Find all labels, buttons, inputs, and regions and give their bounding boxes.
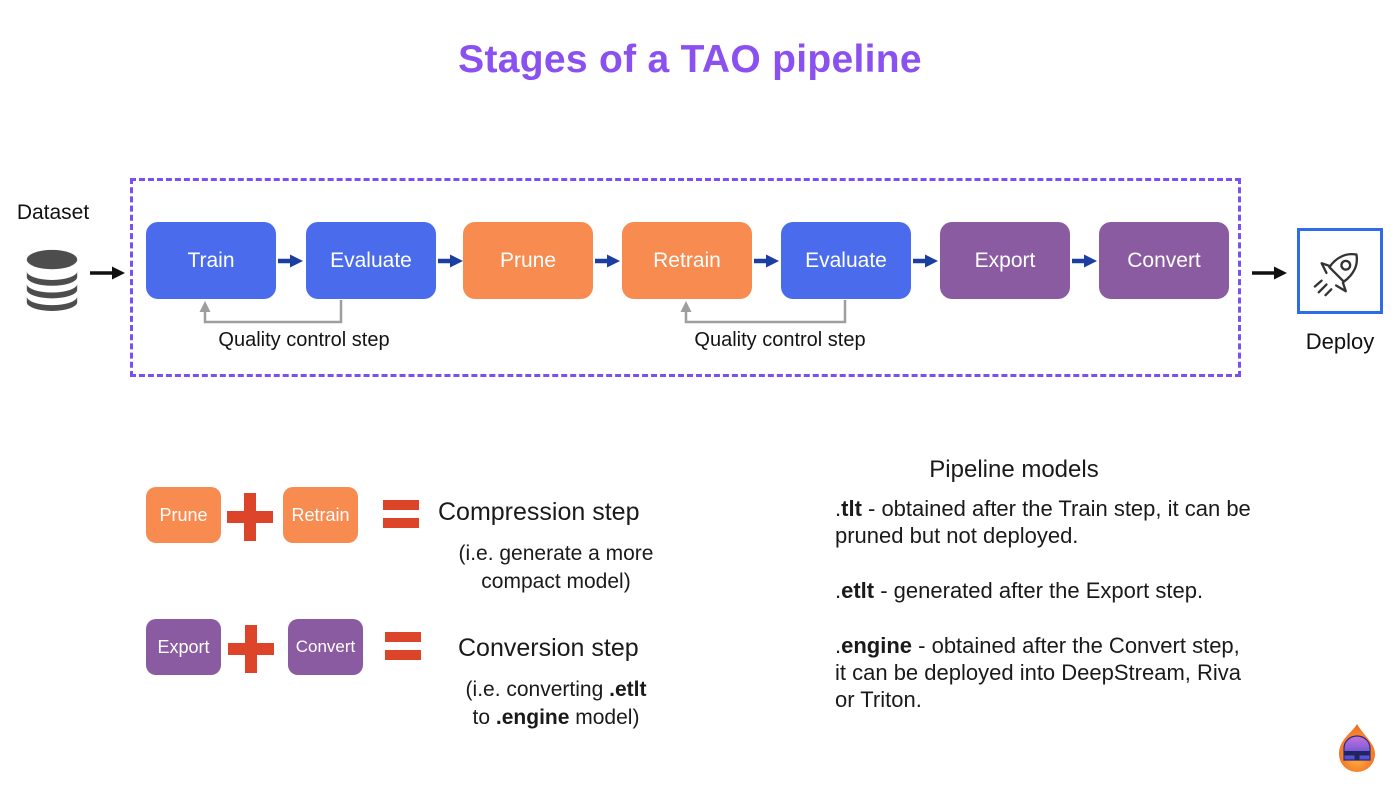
model-desc: - generated after the Export step. — [874, 578, 1204, 604]
deploy-box — [1297, 228, 1383, 314]
equals-icon — [383, 500, 419, 536]
stage-label: Convert — [1127, 248, 1201, 272]
model-item-etlt: .etlt - generated after the Export step. — [835, 577, 1251, 604]
model-name: tlt — [841, 496, 862, 521]
stage-train: Train — [146, 222, 276, 299]
stage-label: Evaluate — [805, 248, 887, 272]
pipeline-models-list: .tlt - obtained after the Train step, it… — [835, 495, 1251, 741]
stage-evaluate-2: Evaluate — [781, 222, 911, 299]
quality-control-label-2: Quality control step — [694, 329, 866, 351]
model-item-tlt: .tlt - obtained after the Train step, it… — [835, 495, 1251, 549]
model-dot: . — [835, 496, 842, 521]
model-dot: . — [835, 578, 842, 604]
database-icon — [26, 249, 78, 311]
stage-export: Export — [940, 222, 1070, 299]
stage-prune: Prune — [463, 222, 593, 299]
equals-icon — [385, 632, 421, 668]
model-item-engine: .engine - obtained after the Convert ste… — [835, 632, 1251, 713]
legend-box-label: Convert — [295, 637, 356, 656]
legend-prune-box: Prune — [146, 487, 221, 543]
plus-icon — [228, 625, 274, 673]
flame-helmet-logo-icon — [1339, 724, 1375, 772]
deploy-label: Deploy — [1305, 329, 1375, 354]
stage-convert: Convert — [1099, 222, 1229, 299]
stage-label: Prune — [499, 248, 557, 272]
caption-line: (i.e. generate a more — [458, 542, 654, 565]
legend-convert-box: Convert — [288, 619, 363, 675]
model-name: etlt — [841, 578, 875, 604]
legend-box-label: Prune — [159, 504, 208, 525]
rocket-icon — [1313, 252, 1359, 297]
caption-etlt: .etlt — [609, 678, 647, 701]
stage-label: Retrain — [653, 248, 721, 272]
stage-label: Export — [974, 248, 1036, 272]
legend-box-label: Export — [157, 636, 210, 657]
conversion-step-label: Conversion step — [458, 634, 639, 662]
pipeline-frame — [130, 178, 1241, 377]
stage-retrain: Retrain — [622, 222, 752, 299]
caption-fragment: to — [472, 705, 496, 729]
pipeline-models-title: Pipeline models — [929, 456, 1099, 483]
stage-evaluate-1: Evaluate — [306, 222, 436, 299]
model-dot: . — [835, 633, 842, 659]
legend-retrain-box: Retrain — [283, 487, 358, 543]
compression-step-label: Compression step — [438, 498, 640, 526]
plus-icon — [227, 493, 273, 541]
caption-fragment: (i.e. converting — [465, 678, 610, 701]
caption-engine: .engine — [495, 705, 570, 729]
legend-export-box: Export — [146, 619, 221, 675]
model-name: engine — [841, 633, 913, 659]
dataset-label: Dataset — [16, 201, 90, 224]
caption-line: compact model) — [481, 569, 631, 593]
caption-fragment: model) — [569, 705, 640, 729]
page-title: Stages of a TAO pipeline — [458, 38, 922, 81]
model-desc: - obtained after the Convert step, it ca… — [835, 633, 1242, 713]
compression-caption: (i.e. generate a more compact model) — [428, 540, 684, 596]
stage-label: Evaluate — [330, 248, 412, 272]
quality-control-label-1: Quality control step — [218, 329, 390, 351]
legend-box-label: Retrain — [291, 504, 350, 525]
model-desc: - obtained after the Train step, it can … — [835, 496, 1251, 549]
conversion-caption: (i.e. converting .etlt to .engine model) — [428, 676, 684, 732]
stage-label: Train — [187, 248, 235, 272]
